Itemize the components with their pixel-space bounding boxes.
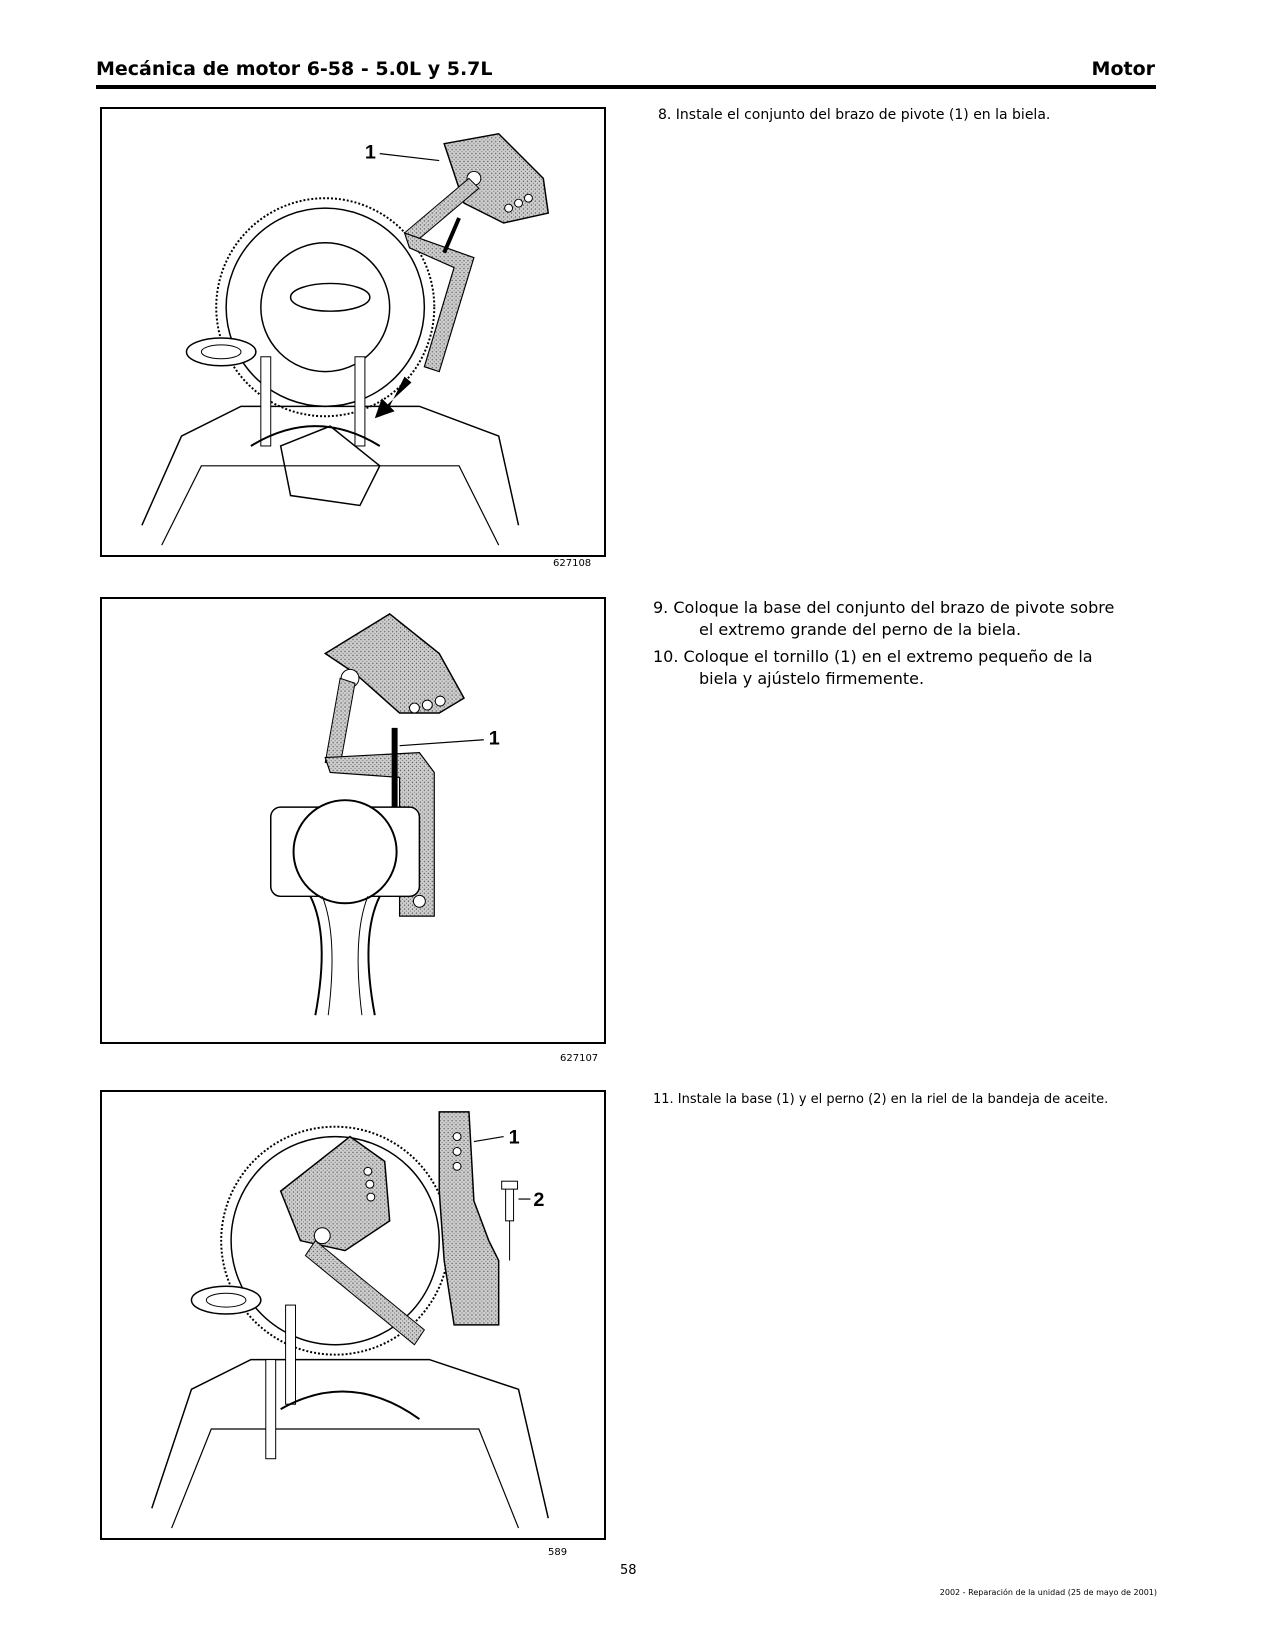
step-10-line-1: 10. Coloque el tornillo (1) en el extrem…: [653, 647, 1093, 666]
header-divider: [96, 85, 1156, 89]
step-9: 9. Coloque la base del conjunto del braz…: [653, 597, 1153, 641]
engine-illustration-1: 1: [141, 132, 550, 546]
callout-2: 2: [533, 1189, 544, 1211]
section-title: Motor: [1091, 58, 1155, 80]
callout-1: 1: [489, 728, 500, 750]
footer-note: 2002 - Reparación de la unidad (25 de ma…: [939, 1588, 1157, 1597]
step-10: 10. Coloque el tornillo (1) en el extrem…: [653, 646, 1153, 690]
engine-illustration-2: 1 2: [151, 1111, 549, 1529]
figure-id: 627108: [553, 558, 592, 569]
callout-1: 1: [365, 142, 376, 164]
step-9-line-1: 9. Coloque la base del conjunto del braz…: [653, 598, 1115, 617]
figure-id: 627107: [560, 1053, 599, 1064]
callout-1: 1: [509, 1127, 520, 1149]
figure-pivot-arm-install: 1: [100, 107, 606, 557]
step-8: 8. Instale el conjunto del brazo de pivo…: [658, 107, 1051, 123]
page-number: 58: [620, 1563, 637, 1578]
rod-illustration: 1: [269, 612, 500, 1016]
step-11: 11. Instale la base (1) y el perno (2) e…: [653, 1092, 1109, 1107]
step-10-line-2: biela y ajústelo firmemente.: [699, 669, 925, 688]
figure-base-and-bolt: 1 2: [100, 1090, 606, 1540]
document-title: Mecánica de motor 6-58 - 5.0L y 5.7L: [96, 58, 493, 80]
figure-pivot-base: 1: [100, 597, 606, 1044]
step-9-line-2: el extremo grande del perno de la biela.: [699, 620, 1022, 639]
figure-id: 589: [548, 1547, 568, 1558]
